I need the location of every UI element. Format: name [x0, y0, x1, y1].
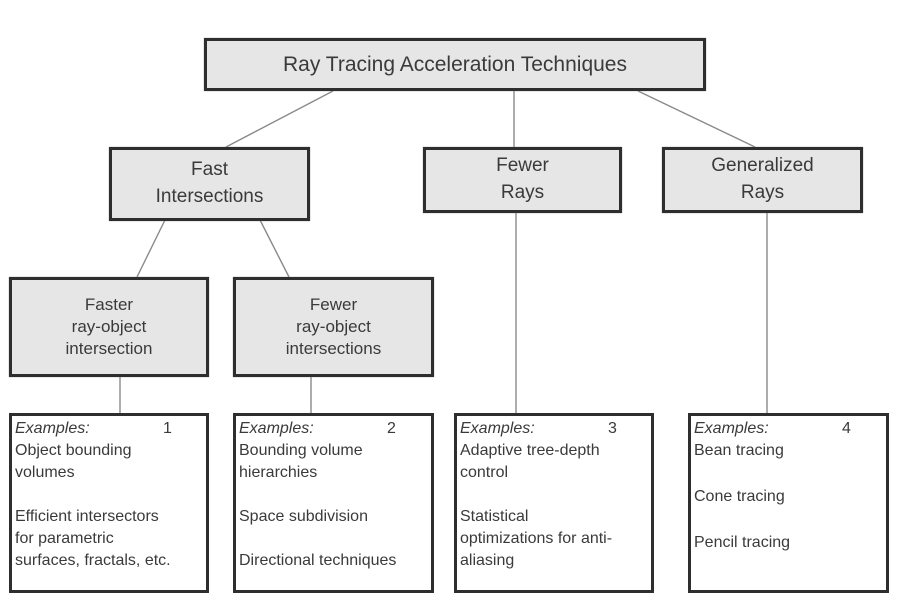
examples-label: Examples: — [239, 420, 314, 437]
category-label-line: Rays — [740, 182, 785, 203]
examples-number: 1 — [163, 420, 172, 437]
example-text: control — [460, 464, 509, 481]
example-text: for parametric — [15, 530, 114, 547]
example-text: Statistical — [460, 508, 529, 525]
connector-fast-to-fewer-ray-object — [259, 219, 290, 278]
examples-number: 2 — [387, 420, 396, 437]
category-fewer-rays: Fewer Rays — [423, 147, 622, 213]
example-text: Object bounding — [15, 442, 132, 459]
category-label-line: Fast — [191, 159, 228, 181]
example-text: Bean tracing — [694, 442, 784, 459]
examples-box-1: Examples: 1 Object bounding volumes Effi… — [9, 413, 209, 593]
connector-root-to-generalized-rays — [637, 90, 756, 148]
category-label-line: Fewer — [496, 155, 549, 177]
connector-fast-to-faster-ray-object — [136, 219, 166, 278]
subcategory-label-line: ray-object — [296, 316, 371, 336]
examples-label: Examples: — [460, 420, 535, 437]
subcategory-label-line: intersection — [65, 339, 153, 359]
category-label-line: Intersections — [155, 186, 264, 207]
examples-number: 3 — [608, 420, 617, 437]
example-text: aliasing — [460, 552, 515, 569]
subcategory-label-line: Fewer — [309, 294, 358, 314]
category-generalized-rays: Generalized Rays — [662, 147, 863, 213]
example-text: Efficient intersectors — [15, 508, 159, 525]
root-node-label: Ray Tracing Acceleration Techniques — [283, 52, 627, 76]
examples-header: Examples: 1 — [15, 418, 206, 440]
category-label-line: Generalized — [711, 155, 814, 177]
example-text: Directional techniques — [239, 552, 397, 569]
example-text: surfaces, fractals, etc. — [15, 552, 171, 569]
example-text: hierarchies — [239, 464, 318, 481]
connector-root-to-fast-intersections — [225, 90, 334, 148]
subcategory-faster-ray-object: Faster ray-object intersection — [9, 277, 209, 377]
subcategory-label-line: intersections — [285, 339, 382, 359]
example-text: Cone tracing — [694, 488, 785, 505]
example-text: volumes — [15, 464, 75, 481]
examples-box-4: Examples: 4 Bean tracing Cone tracing Pe… — [688, 413, 889, 593]
examples-label: Examples: — [694, 420, 769, 437]
category-fast-intersections: Fast Intersections — [109, 147, 310, 221]
examples-header: Examples: 3 — [460, 418, 651, 440]
examples-header: Examples: 2 — [239, 418, 431, 440]
examples-box-2: Examples: 2 Bounding volume hierarchies … — [233, 413, 434, 593]
category-label-line: Rays — [500, 182, 545, 203]
example-text: Adaptive tree-depth — [460, 442, 600, 459]
example-text: Pencil tracing — [694, 534, 791, 551]
examples-box-3: Examples: 3 Adaptive tree-depth control … — [454, 413, 654, 593]
root-node: Ray Tracing Acceleration Techniques — [204, 38, 706, 91]
subcategory-fewer-ray-object: Fewer ray-object intersections — [233, 277, 434, 377]
examples-number: 4 — [842, 420, 851, 437]
examples-header: Examples: 4 — [694, 418, 886, 440]
subcategory-label-line: ray-object — [71, 316, 147, 336]
examples-label: Examples: — [15, 420, 90, 437]
example-text: Bounding volume — [239, 442, 363, 459]
subcategory-label-line: Faster — [84, 294, 134, 314]
example-text: optimizations for anti- — [460, 530, 613, 547]
example-text: Space subdivision — [239, 508, 368, 525]
